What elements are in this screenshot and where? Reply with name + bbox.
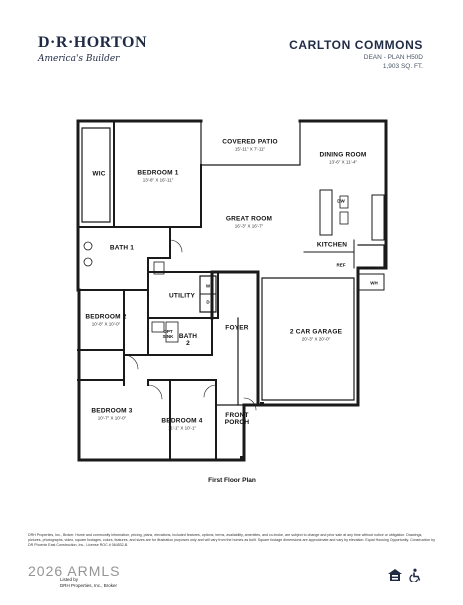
legal-disclaimer: DRH Properties, Inc., Broker. Home and c… — [28, 533, 436, 547]
room-wic: WIC — [92, 170, 106, 178]
label-dw: DW — [337, 198, 345, 204]
plan-name: DEAN - PLAN H50D — [363, 54, 423, 61]
room-bedroom-3: BEDROOM 3 10'-7" X 10'-0" — [91, 407, 133, 421]
square-footage: 1,903 SQ. FT. — [382, 63, 423, 70]
label-washer: W — [205, 283, 211, 289]
community-name: CARLTON COMMONS — [289, 38, 423, 52]
room-foyer: FOYER — [225, 324, 249, 332]
brand-name: D·R·HORTON — [38, 34, 148, 51]
broker-name: DRH Properties, Inc., Broker — [60, 583, 118, 588]
room-dining: DINING ROOM 13'-6" X 11'-4" — [319, 151, 367, 165]
label-wh: WH — [370, 280, 378, 286]
accessibility-icon — [409, 568, 421, 582]
brand-tagline: America's Builder — [38, 54, 120, 64]
label-dryer: D — [206, 299, 210, 305]
room-kitchen: KITCHEN — [316, 241, 348, 249]
room-bedroom-4: BEDROOM 4 11'-1" X 10'-1" — [161, 417, 203, 431]
community-info: CARLTON COMMONS DEAN - PLAN H50D 1,903 S… — [289, 38, 423, 70]
mls-watermark: 2026 ARMLS — [28, 563, 121, 579]
room-great-room: GREAT ROOM 16'-3" X 16'-7" — [225, 215, 273, 229]
room-bath-2: BATH 2 — [178, 333, 198, 347]
room-front-porch: FRONT PORCH — [224, 412, 250, 426]
room-utility: UTILITY — [169, 292, 195, 300]
label-pantry: PANTRY — [359, 265, 377, 271]
room-garage: 2 CAR GARAGE 20'-3" X 20'-0" — [289, 328, 343, 342]
broker-info: Listed by DRH Properties, Inc., Broker — [60, 577, 117, 589]
broker-listed-by: Listed by — [60, 577, 79, 582]
room-covered-patio: COVERED PATIO 15'-11" X 7'-11" — [222, 138, 278, 152]
room-bedroom-1: BEDROOM 1 13'-8" X 16'-11" — [137, 169, 179, 183]
label-ref: REF — [336, 262, 346, 268]
room-bedroom-2: BEDROOM 2 10'-8" X 10'-0" — [85, 313, 127, 327]
label-opt-sink: OPT SINK — [162, 329, 174, 339]
equal-housing-icon — [388, 569, 402, 581]
brand-logo: D·R·HORTON America's Builder — [38, 34, 147, 64]
room-bath-1: BATH 1 — [109, 244, 135, 252]
floor-plan-caption: First Floor Plan — [208, 477, 256, 484]
